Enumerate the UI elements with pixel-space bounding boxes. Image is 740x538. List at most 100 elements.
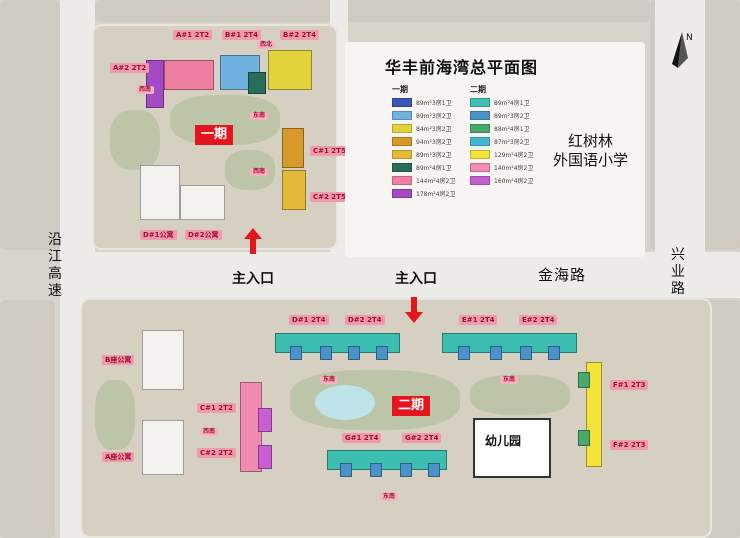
tag-b2: B#2 2T4: [280, 30, 320, 40]
legend-label: 89m²3房2卫: [416, 152, 452, 159]
legend-item: 140m²4房2卫: [470, 161, 533, 174]
building-d1[interactable]: [140, 165, 180, 220]
orientation-tag: 西南: [200, 428, 219, 436]
kindergarten[interactable]: 幼儿园: [473, 418, 551, 478]
orientation-tag: 东南: [500, 376, 519, 384]
legend-item: 88m²4房1卫: [470, 122, 533, 135]
tag-p2-g2: G#2 2T4: [402, 433, 442, 443]
legend-swatch: [470, 98, 490, 107]
school-line1: 红树林: [568, 132, 614, 150]
legend-phase2-header: 二期: [470, 85, 486, 94]
legend-item: 94m²3房2卫: [392, 135, 455, 148]
legend-label: 129m²4房2卫: [494, 152, 534, 159]
building-a2[interactable]: [146, 60, 164, 108]
legend-swatch: [470, 124, 490, 133]
legend-label: 89m²4房1卫: [416, 165, 452, 172]
legend-label: 84m²3房2卫: [416, 126, 452, 133]
jinhai-road-label: 金海路: [538, 266, 587, 284]
compass-north-label: N: [686, 33, 693, 43]
garden: [95, 380, 135, 450]
building-unit: [340, 463, 352, 477]
building-b1-core[interactable]: [248, 72, 266, 94]
tag-p2-e1: E#1 2T4: [459, 315, 498, 325]
map-title: 华丰前海湾总平面图: [385, 58, 539, 77]
tag-p2-d2: D#2 2T4: [345, 315, 385, 325]
legend-label: 89m²4房1卫: [494, 100, 530, 107]
legend-swatch: [470, 137, 490, 146]
building-a1[interactable]: [164, 60, 214, 90]
tag-b1: B#1 2T4: [222, 30, 262, 40]
school-label: 红树林 外国语小学: [553, 132, 628, 170]
legend-label: 88m²4房1卫: [494, 126, 530, 133]
legend-label: 140m²4房2卫: [494, 165, 534, 172]
legend-item: 144m²4房2卫: [392, 174, 455, 187]
legend-item: 89m²4房1卫: [392, 161, 455, 174]
tag-d2: D#2公寓: [185, 230, 222, 240]
building-p2-e-row[interactable]: [442, 333, 577, 353]
tag-c2: C#2 2T5: [310, 192, 349, 202]
tag-p2-b: B座公寓: [102, 355, 135, 365]
building-unit: [320, 346, 332, 360]
building-c1[interactable]: [282, 128, 304, 168]
building-p2-a[interactable]: [142, 420, 184, 475]
xingye-road-label: 兴业路: [671, 247, 685, 297]
building-unit: [290, 346, 302, 360]
building-unit: [578, 430, 590, 446]
building-unit: [400, 463, 412, 477]
legend-swatch: [470, 163, 490, 172]
kindergarten-label: 幼儿园: [485, 434, 522, 448]
legend-label: 89m²3房2卫: [494, 113, 530, 120]
school-line2: 外国语小学: [553, 151, 629, 169]
legend-swatch: [392, 176, 412, 185]
legend-phase1-list: 89m²3房1卫 89m²3房2卫 84m²3房2卫 94m²3房2卫 89m²3房2卫…: [392, 96, 455, 200]
entrance-arrow-up-icon: [244, 228, 262, 254]
tag-p2-d1: D#1 2T4: [289, 315, 329, 325]
tag-d1: D#1公寓: [140, 230, 177, 240]
garden: [110, 110, 160, 170]
building-d2[interactable]: [180, 185, 225, 220]
orientation-tag: 东南: [320, 376, 339, 384]
orientation-tag: 东南: [250, 112, 269, 120]
tag-c1: C#1 2T5: [310, 146, 349, 156]
building-c2[interactable]: [282, 170, 306, 210]
building-unit: [520, 346, 532, 360]
legend-item: 89m²3房1卫: [392, 96, 455, 109]
legend-label: 89m²3房1卫: [416, 100, 452, 107]
tag-p2-e2: E#2 2T4: [519, 315, 558, 325]
legend-label: 89m²3房2卫: [416, 113, 452, 120]
building-p2-g-row[interactable]: [327, 450, 447, 470]
background-block: [0, 300, 55, 538]
building-p2-f[interactable]: [586, 362, 602, 467]
legend-swatch: [392, 189, 412, 198]
tag-p2-g1: G#1 2T4: [342, 433, 382, 443]
legend-item: 129m²4房2卫: [470, 148, 533, 161]
legend-swatch: [470, 150, 490, 159]
legend-swatch: [392, 111, 412, 120]
building-unit: [458, 346, 470, 360]
legend-item: 84m²3房2卫: [392, 122, 455, 135]
building-b2[interactable]: [268, 50, 312, 90]
tag-p2-c1: C#1 2T2: [197, 403, 236, 413]
orientation-tag: 西南: [136, 86, 155, 94]
building-p2-d-row[interactable]: [275, 333, 400, 353]
garden: [470, 375, 570, 415]
building-p2-b[interactable]: [142, 330, 184, 390]
building-unit: [258, 408, 272, 432]
building-unit: [376, 346, 388, 360]
yanjiang-road-label: 沿江高速: [48, 232, 62, 299]
legend-item: 89m²3房2卫: [392, 148, 455, 161]
legend-phase2-list: 89m²4房1卫 89m²3房2卫 88m²4房1卫 87m²3房2卫 129m²4房2…: [470, 96, 533, 187]
entrance-arrow-down-icon: [405, 297, 423, 323]
orientation-tag: 西南: [250, 168, 269, 176]
legend-label: 178m²4房2卫: [416, 191, 456, 198]
tag-a1: A#1 2T2: [173, 30, 213, 40]
legend-label: 87m²3房2卫: [494, 139, 530, 146]
legend-swatch: [392, 98, 412, 107]
background-block: [0, 0, 60, 250]
main-entrance-right: 主入口: [395, 271, 437, 287]
legend-swatch: [392, 124, 412, 133]
legend-swatch: [392, 150, 412, 159]
tag-p2-c2: C#2 2T2: [197, 448, 236, 458]
